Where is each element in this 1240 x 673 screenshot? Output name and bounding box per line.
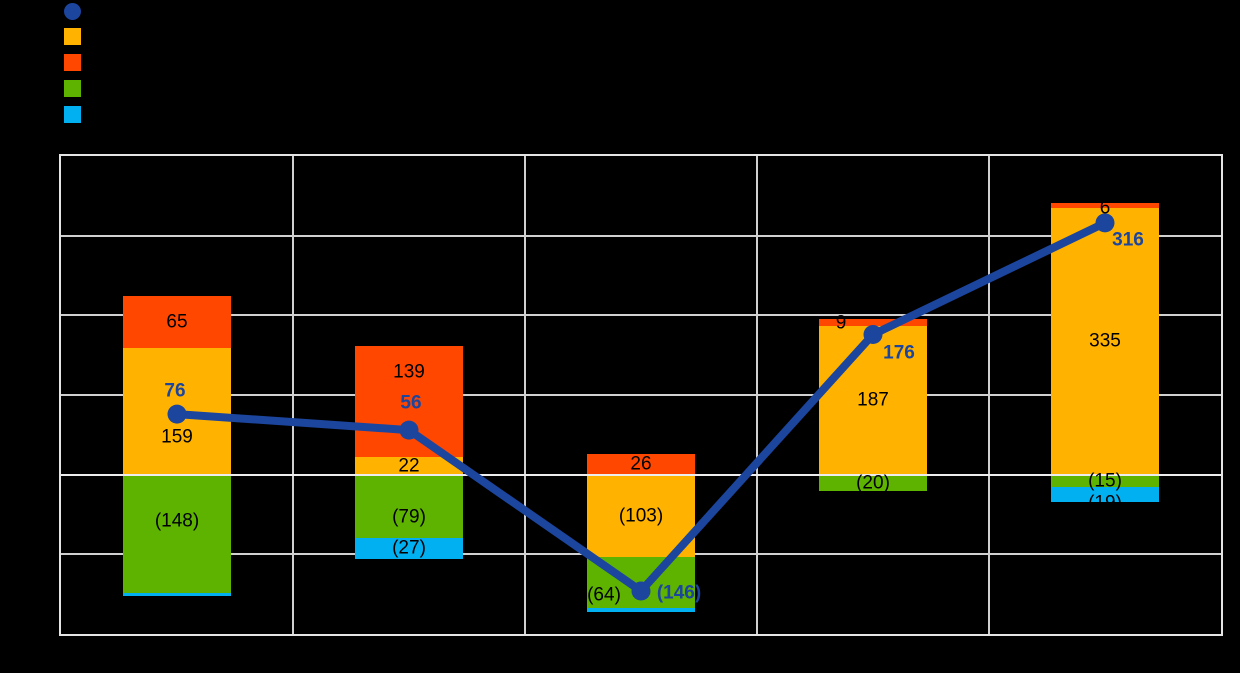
bar-label-orange: 187	[857, 389, 889, 411]
line-data-label: 316	[1112, 229, 1144, 251]
bar-label-orange: 159	[161, 426, 193, 448]
line-marker-icon	[863, 325, 883, 344]
bar-segment-orange	[1051, 207, 1159, 475]
bar-label-orange: (103)	[618, 505, 664, 527]
gridline-vertical	[756, 156, 758, 634]
line-marker-icon	[399, 420, 419, 440]
legend-marker-line-icon	[64, 3, 81, 20]
bar-label-green: (15)	[1088, 470, 1122, 492]
zero-axis-line	[61, 473, 1221, 476]
bar-segment-red	[1051, 203, 1159, 208]
bar-label-cyan: (19)	[1088, 492, 1122, 514]
gridline-vertical	[292, 156, 294, 634]
gridline-horizontal	[61, 314, 1221, 317]
gridline-horizontal	[61, 234, 1221, 237]
plot-area	[59, 154, 1223, 636]
line-path	[176, 219, 1107, 595]
bar-segment-green	[819, 474, 927, 491]
bar-segment-green	[355, 474, 463, 538]
bar-label-red: 26	[630, 453, 652, 475]
bar-label-red: 6	[1099, 197, 1111, 219]
bar-label-red: 139	[393, 361, 425, 383]
line-data-label: 56	[400, 392, 422, 414]
gridline-vertical	[988, 156, 990, 634]
bar-segment-red	[123, 296, 231, 348]
bar-label-red: 65	[166, 311, 188, 333]
chart-legend	[0, 0, 200, 135]
legend-marker-green-icon	[64, 80, 81, 97]
bar-segment-orange	[587, 474, 695, 557]
legend-marker-orange-icon	[64, 28, 81, 45]
bar-segment-cyan	[1051, 486, 1159, 502]
bar-segment-green	[1051, 474, 1159, 487]
line-marker-icon	[631, 581, 651, 601]
bar-label-orange: 22	[398, 455, 420, 477]
bar-label-cyan: (27)	[392, 537, 426, 559]
gridline-horizontal	[61, 394, 1221, 396]
bar-segment-orange	[355, 457, 463, 475]
bar-segment-cyan	[355, 537, 463, 560]
bar-segment-green	[123, 474, 231, 593]
line-marker-icon	[1095, 213, 1115, 233]
bar-label-orange: 335	[1089, 330, 1121, 352]
legend-marker-red-icon	[64, 54, 81, 71]
legend-marker-cyan-icon	[64, 106, 81, 123]
bar-label-green: (79)	[392, 506, 426, 528]
line-data-label: (146)	[656, 582, 702, 604]
bar-label-green: (148)	[154, 510, 200, 532]
bar-segment-cyan	[587, 607, 695, 613]
bar-segment-cyan	[123, 592, 231, 596]
bar-label-green: (64)	[587, 584, 621, 606]
bar-label-red: 9	[835, 312, 847, 334]
line-marker-icon	[167, 404, 187, 424]
gridline-vertical	[524, 156, 526, 634]
bar-label-green: (20)	[856, 472, 890, 494]
line-data-label: 76	[164, 380, 186, 402]
bar-segment-red	[819, 318, 927, 326]
bar-segment-orange	[819, 325, 927, 475]
line-data-label: 176	[883, 342, 915, 363]
bar-segment-red	[587, 454, 695, 475]
